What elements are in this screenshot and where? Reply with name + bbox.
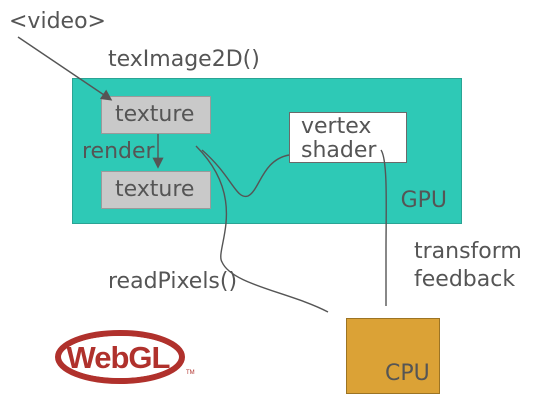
video-to-texture-arrow <box>17 36 113 101</box>
vertex-shader-line2: shader <box>301 138 377 163</box>
texture-top-label: texture <box>115 102 195 127</box>
vertex-shader-line1: vertex <box>301 114 372 139</box>
texture-bottom-label: texture <box>115 177 195 202</box>
webgl-logo-text: WebGL <box>67 340 170 375</box>
cpu-box: CPU <box>346 318 440 394</box>
vertex-shader-box: vertex shader <box>289 112 407 163</box>
render-label: render <box>82 139 155 164</box>
teximage2d-label: texImage2D() <box>108 47 260 72</box>
transform-feedback-label-line1: transform <box>414 239 522 264</box>
texture-box-bottom: texture <box>101 171 211 209</box>
cpu-label: CPU <box>385 361 430 386</box>
transform-feedback-wire <box>380 149 387 306</box>
webgl-logo: WebGL TM <box>55 330 195 384</box>
readpixels-wire <box>195 145 329 313</box>
texture-to-shader-wire <box>201 149 290 198</box>
webgl-logo-trademark: TM <box>186 370 195 376</box>
video-label: <video> <box>9 9 106 34</box>
texture-box-top: texture <box>101 96 211 134</box>
gpu-label: GPU <box>400 188 447 213</box>
transform-feedback-label-line2: feedback <box>414 267 516 292</box>
readpixels-label: readPixels() <box>108 269 238 294</box>
